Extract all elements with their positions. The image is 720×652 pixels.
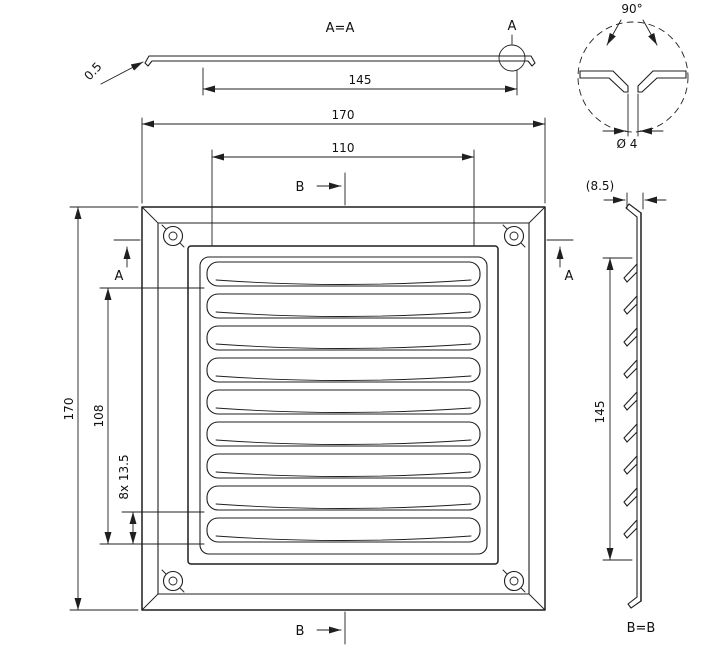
miter-line bbox=[528, 593, 546, 611]
hole-tick bbox=[161, 569, 167, 575]
louver-tooth bbox=[623, 519, 638, 539]
screw-hole-outer bbox=[162, 225, 184, 247]
section-b-top-label: B bbox=[296, 180, 305, 195]
section-aa-view: A=A A 0.5 145 bbox=[81, 19, 536, 96]
overall-height-dim-label: 170 bbox=[62, 398, 76, 421]
top-flange bbox=[625, 203, 642, 218]
section-a-left-label: A bbox=[115, 269, 124, 284]
louver-tooth bbox=[623, 359, 638, 379]
screw-hole-inner bbox=[168, 576, 178, 586]
miter-line bbox=[141, 593, 159, 611]
section-a-right-label: A bbox=[565, 269, 574, 284]
louver-blade-curve bbox=[215, 279, 472, 285]
hole-tick bbox=[179, 587, 185, 593]
plate-profile bbox=[144, 55, 536, 67]
grille-inner-frame bbox=[157, 222, 530, 595]
louver-pitch-dim-label: 8x 13.5 bbox=[117, 454, 131, 499]
screw-hole-inner bbox=[509, 231, 519, 241]
detail-a-circle bbox=[498, 44, 526, 72]
louver-blade-curve bbox=[215, 503, 472, 509]
screw-hole-inner bbox=[509, 576, 519, 586]
overall-width-dim-label: 170 bbox=[332, 108, 355, 122]
section-b-bottom-label: B bbox=[296, 624, 305, 639]
louver-blade bbox=[206, 485, 481, 511]
section-bb-title: B=B bbox=[627, 621, 656, 636]
louver-tooth bbox=[623, 327, 638, 347]
louver-tooth bbox=[623, 487, 638, 507]
louver-blade-curve bbox=[215, 471, 472, 477]
louver-blade-curve bbox=[215, 311, 472, 317]
plate-section-bottom-right bbox=[637, 77, 687, 93]
louver-surround-inner bbox=[199, 256, 488, 555]
louver-blade-curve bbox=[215, 535, 472, 541]
screw-hole-outer bbox=[503, 570, 525, 592]
screw-holes bbox=[161, 224, 526, 593]
thickness-dim-label: 0.5 bbox=[81, 60, 104, 84]
miter-line bbox=[528, 206, 546, 224]
screw-hole-outer bbox=[503, 225, 525, 247]
screw-hole-inner bbox=[168, 231, 178, 241]
louver-blade bbox=[206, 293, 481, 319]
inner-width-dim-label: 110 bbox=[332, 141, 355, 155]
louver-blade bbox=[206, 357, 481, 383]
louver-surround-outer bbox=[187, 245, 499, 565]
louver-blade bbox=[206, 453, 481, 479]
hole-tick bbox=[502, 224, 508, 230]
plate-section-top-left bbox=[579, 70, 629, 93]
screw-hole-outer bbox=[162, 570, 184, 592]
plate-length-dim-label: 145 bbox=[349, 73, 372, 87]
depth-dim-label: (8.5) bbox=[586, 179, 614, 193]
louver-span-dim-label: 108 bbox=[92, 405, 106, 428]
louver-tooth bbox=[623, 455, 638, 475]
angle-leader bbox=[606, 19, 622, 46]
louver-blade bbox=[206, 421, 481, 447]
grille-outer-frame bbox=[141, 206, 546, 611]
louver-tooth bbox=[623, 263, 638, 283]
louver-tooth bbox=[623, 423, 638, 443]
front-view: 170 110 170 108 8x 13.5 B B A A bbox=[62, 108, 574, 645]
louver-teeth bbox=[623, 263, 638, 539]
screw-hole bbox=[502, 569, 526, 593]
hole-tick bbox=[179, 242, 185, 248]
screw-hole bbox=[502, 224, 526, 248]
bottom-flange bbox=[627, 596, 642, 609]
louver-height-dim-label: 145 bbox=[593, 401, 607, 424]
hole-tick bbox=[520, 242, 526, 248]
detail-a-view: 90° Ø 4 bbox=[577, 2, 689, 151]
hole-tick bbox=[161, 224, 167, 230]
louver-blade bbox=[206, 517, 481, 543]
louver-blade-curve bbox=[215, 439, 472, 445]
miter-line bbox=[141, 206, 159, 224]
section-aa-title: A=A bbox=[326, 21, 355, 36]
louver-blade bbox=[206, 325, 481, 351]
louver-blade bbox=[206, 389, 481, 415]
hole-tick bbox=[502, 569, 508, 575]
louver-blade-curve bbox=[215, 407, 472, 413]
louver-blades bbox=[206, 261, 481, 543]
detail-a-marker-label: A bbox=[508, 19, 517, 34]
thickness-leader bbox=[100, 61, 144, 85]
hole-tick bbox=[520, 587, 526, 593]
louver-tooth bbox=[623, 391, 638, 411]
louver-blade-curve bbox=[215, 343, 472, 349]
louver-blade-curve bbox=[215, 375, 472, 381]
screw-hole bbox=[161, 224, 185, 248]
louver-blade bbox=[206, 261, 481, 287]
section-bb-view: (8.5) 145 B=B bbox=[586, 179, 667, 636]
screw-hole bbox=[161, 569, 185, 593]
hole-diameter-dim-label: Ø 4 bbox=[617, 137, 638, 151]
louver-tooth bbox=[623, 295, 638, 315]
plate-section-top-right bbox=[637, 70, 687, 93]
plate-section-bottom-left bbox=[579, 77, 629, 93]
angle-dim-label: 90° bbox=[621, 2, 642, 16]
detail-boundary-circle bbox=[577, 21, 689, 133]
angle-leader bbox=[642, 19, 658, 46]
